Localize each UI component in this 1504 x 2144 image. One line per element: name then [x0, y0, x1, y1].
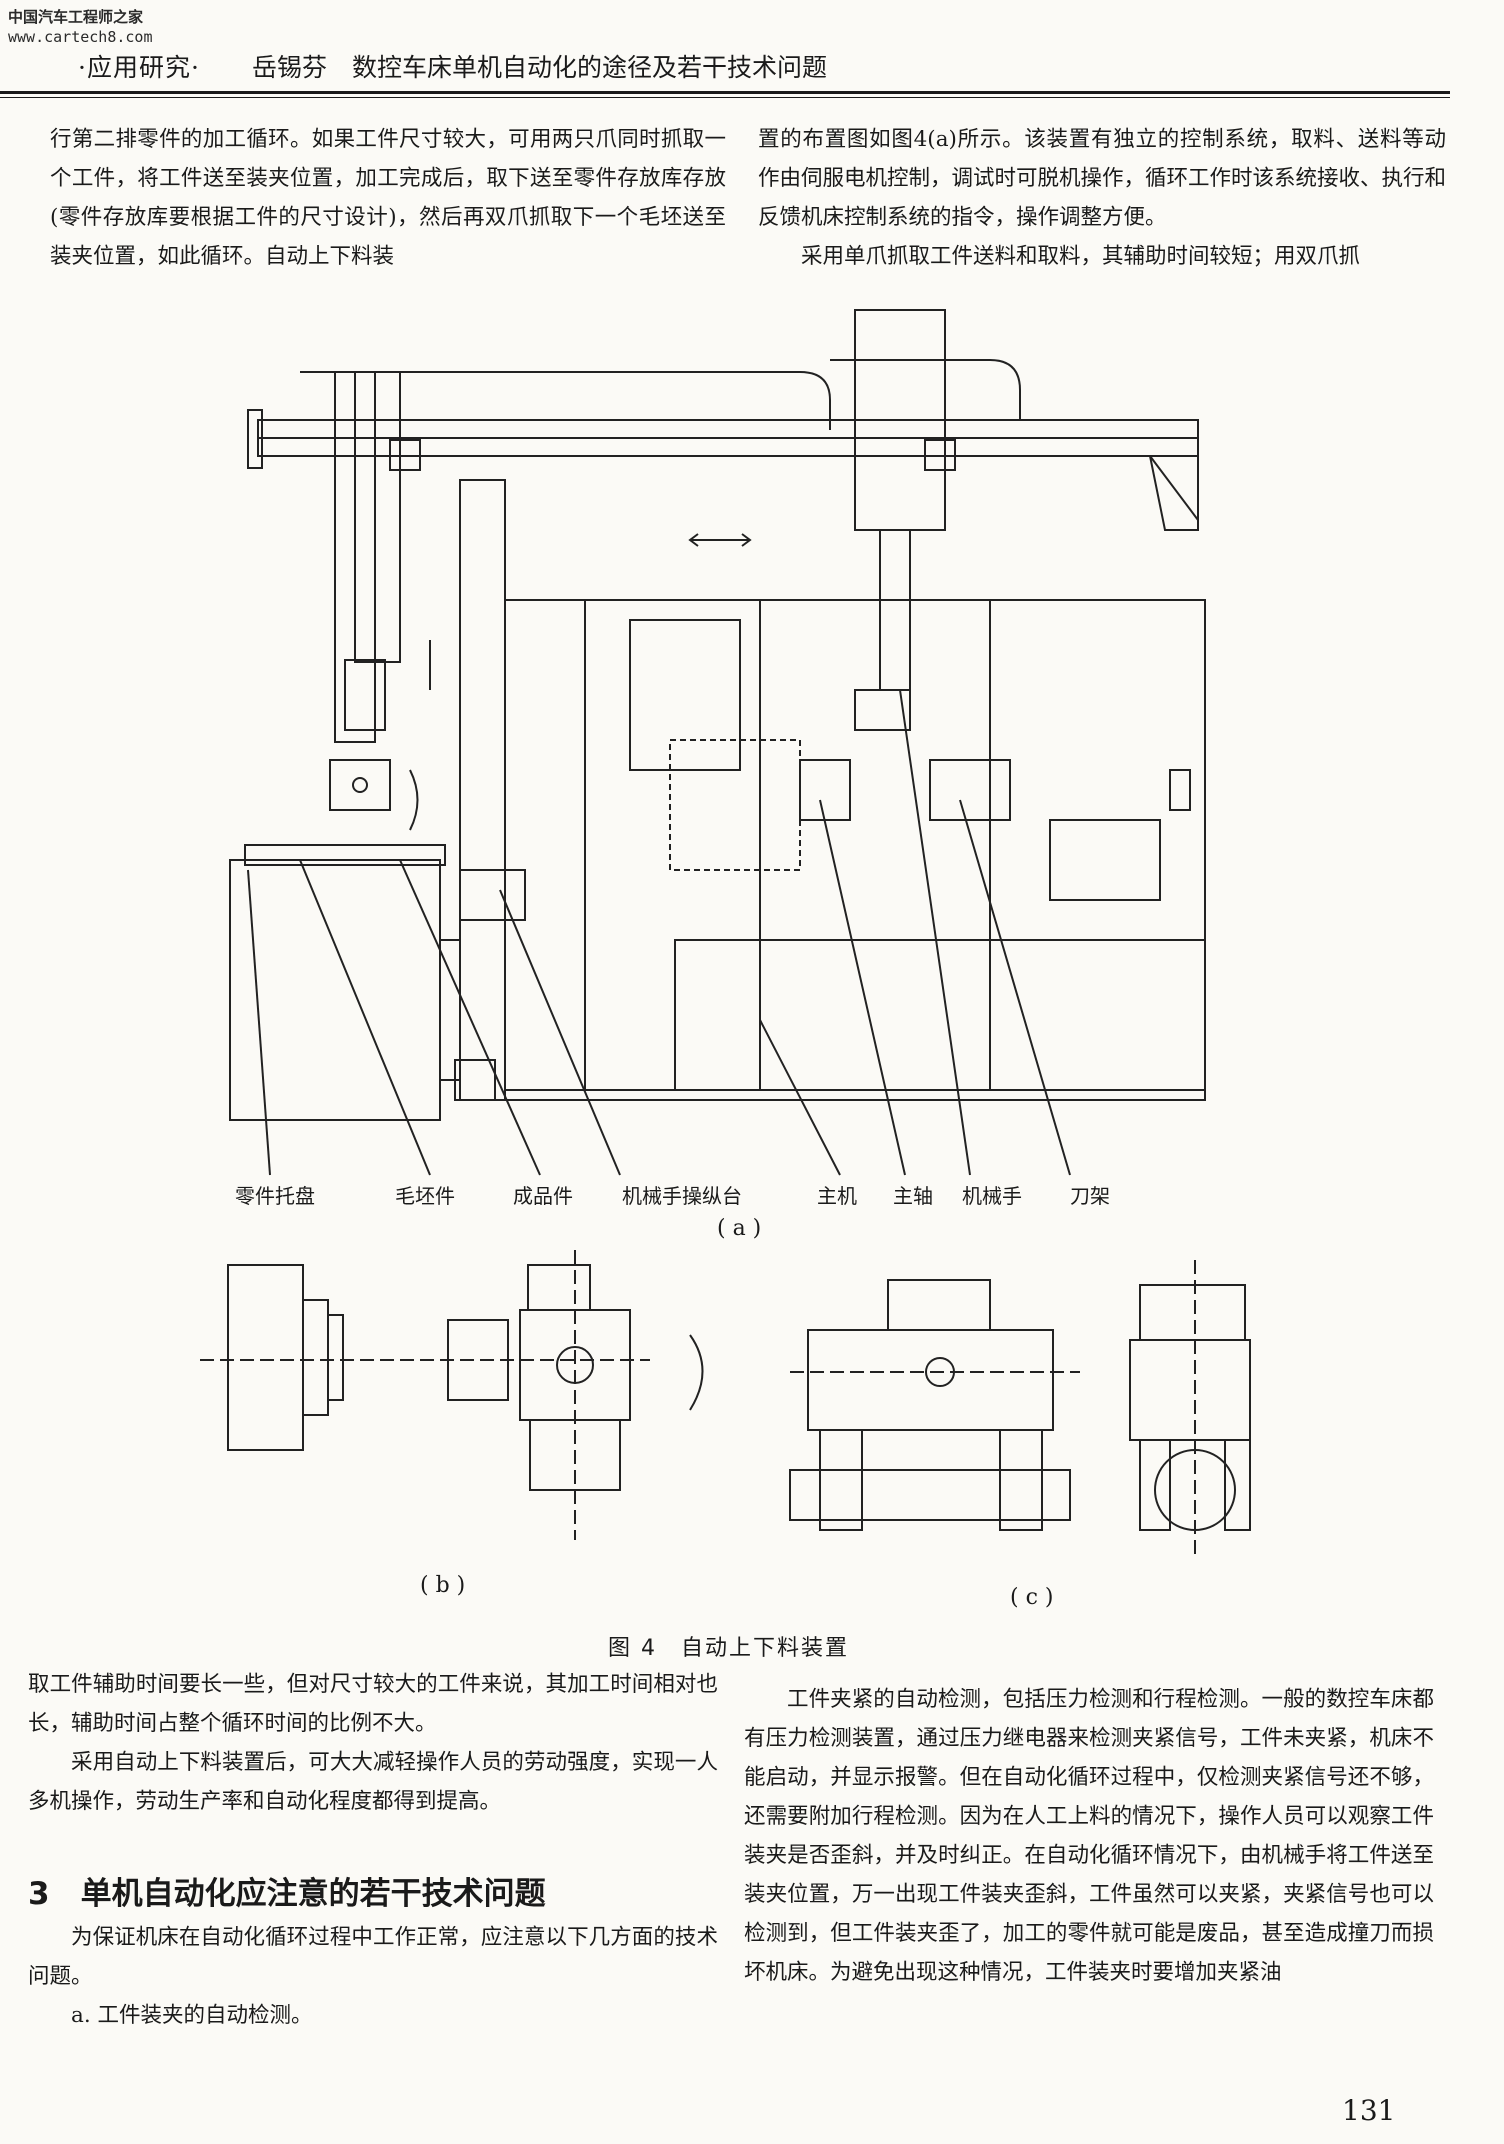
running-title: 数控车床单机自动化的途径及若干技术问题: [352, 53, 828, 82]
text-column-top-left: 行第二排零件的加工循环。如果工件尺寸较大，可用两只爪同时抓取一个工件，将工件送至…: [50, 120, 726, 276]
page-number: 131: [1342, 2094, 1396, 2127]
text-column-top-right: 置的布置图如图4(a)所示。该装置有独立的控制系统，取料、送料等动作由伺服电机控…: [758, 120, 1446, 276]
callout-label: 零件托盘: [235, 1184, 315, 1208]
callout-label: 主机: [817, 1184, 857, 1208]
subfigure-label-b: ( b ): [420, 1573, 466, 1598]
paragraph: 取工件辅助时间要长一些，但对尺寸较大的工件来说，其加工时间相对也长，辅助时间占整…: [28, 1672, 718, 1736]
figure-caption: 图 4 自动上下料装置: [608, 1636, 849, 1661]
author-name: 岳锡芬: [252, 53, 328, 82]
paragraph: 采用单爪抓取工件送料和取料，其辅助时间较短；用双爪抓: [801, 244, 1361, 269]
subfigure-label-c: ( c ): [1010, 1585, 1054, 1610]
callout-label: 主轴: [893, 1184, 933, 1208]
watermark-logo: 中国汽车工程师之家: [8, 8, 144, 26]
header-rule-thin: [0, 97, 1450, 98]
header-rule: [0, 91, 1450, 94]
paragraph: 为保证机床在自动化循环过程中工作正常，应注意以下几方面的技术问题。: [28, 1925, 718, 1989]
callout-label: 毛坯件: [395, 1184, 455, 1208]
figure-4c-detail: [789, 1260, 1251, 1560]
section-label: ·应用研究·: [78, 53, 200, 82]
paragraph: 工件夹紧的自动检测，包括压力检测和行程检测。一般的数控车床都有压力检测装置，通过…: [744, 1687, 1434, 1985]
callout-label: 刀架: [1070, 1184, 1110, 1208]
text-column-bottom-right: 工件夹紧的自动检测，包括压力检测和行程检测。一般的数控车床都有压力检测装置，通过…: [744, 1680, 1434, 1992]
paragraph: a. 工件装夹的自动检测。: [71, 2003, 313, 2028]
watermark-url: www.cartech8.com: [8, 28, 153, 46]
figure-4-drawing: [200, 309, 1251, 1560]
subfigure-label-a: ( a ): [717, 1216, 762, 1241]
section-heading: 3 单机自动化应注意的若干技术问题: [28, 1876, 546, 1912]
paragraph: 采用自动上下料装置后，可大大减轻操作人员的劳动强度，实现一人多机操作，劳动生产率…: [28, 1750, 718, 1814]
paragraph: 行第二排零件的加工循环。如果工件尺寸较大，可用两只爪同时抓取一个工件，将工件送至…: [50, 127, 726, 269]
callout-label: 成品件: [513, 1184, 573, 1208]
paragraph: 置的布置图如图4(a)所示。该装置有独立的控制系统，取料、送料等动作由伺服电机控…: [758, 127, 1447, 230]
text-column-bottom-left-2: 为保证机床在自动化循环过程中工作正常，应注意以下几方面的技术问题。 a. 工件装…: [28, 1918, 718, 2035]
figure-4b-detail: [200, 1250, 704, 1540]
callout-label: 机械手: [962, 1184, 1022, 1208]
figure-4a-layout: [229, 309, 1206, 1176]
text-column-bottom-left: 取工件辅助时间要长一些，但对尺寸较大的工件来说，其加工时间相对也长，辅助时间占整…: [28, 1665, 718, 1821]
callout-label: 机械手操纵台: [622, 1184, 742, 1208]
